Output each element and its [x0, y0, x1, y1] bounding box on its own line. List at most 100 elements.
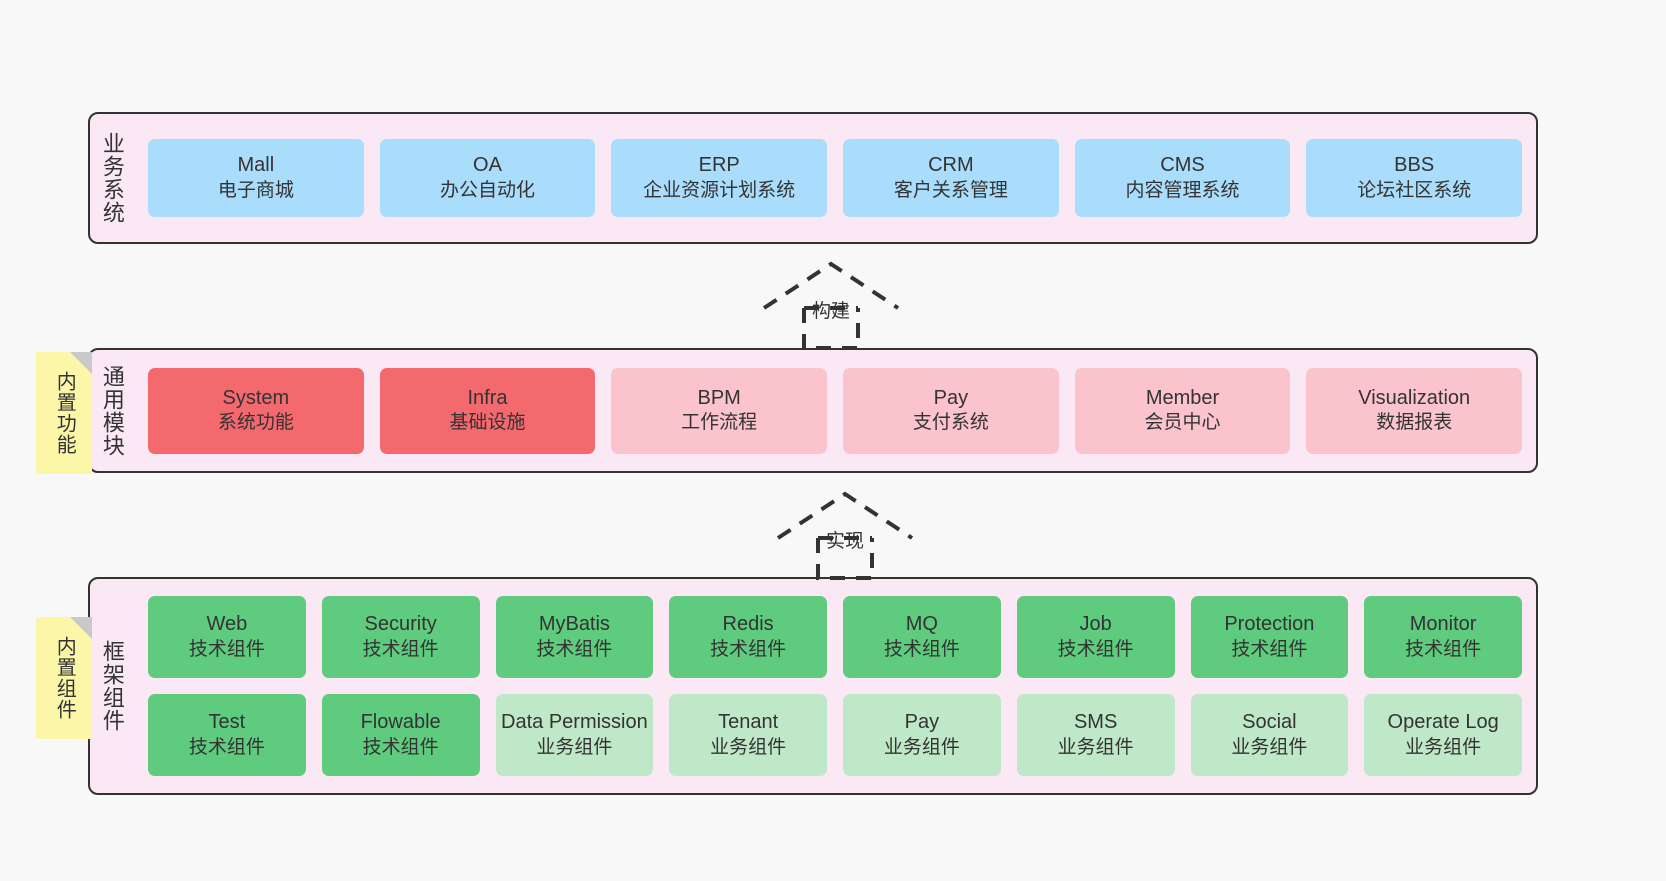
card-title: OA: [473, 154, 502, 177]
card-security[interactable]: Security 技术组件: [321, 596, 480, 678]
card-test[interactable]: Test 技术组件: [148, 694, 306, 776]
note-builtin-features: 内置功能: [36, 352, 92, 474]
card-crm[interactable]: CRM 客户关系管理: [843, 139, 1059, 217]
card-subtitle: 电子商城: [217, 179, 294, 201]
card-system[interactable]: System 系统功能: [148, 367, 364, 454]
card-title: Member: [1145, 386, 1220, 409]
card-title: Job: [1079, 613, 1112, 636]
card-subtitle: 业务组件: [536, 736, 613, 758]
note-text: 内置功能: [53, 371, 76, 455]
arrow-shaft: [802, 308, 860, 350]
card-title: System: [222, 386, 290, 409]
card-erp[interactable]: ERP 企业资源计划系统: [611, 139, 828, 217]
card-bbs[interactable]: BBS 论坛社区系统: [1306, 139, 1523, 217]
card-mq[interactable]: MQ 技术组件: [843, 596, 1001, 678]
layer-label-framework-components: 框架组件: [99, 640, 125, 732]
card-title: SMS: [1073, 711, 1118, 734]
card-title: Monitor: [1409, 613, 1477, 636]
card-title: Visualization: [1358, 386, 1471, 409]
card-subtitle: 内容管理系统: [1125, 179, 1240, 201]
connector-implement-label: 实现: [825, 531, 865, 552]
card-oa[interactable]: OA 办公自动化: [379, 139, 596, 217]
card-subtitle: 技术组件: [710, 638, 787, 660]
layer-body-common-modules: System 系统功能 Infra 基础设施 BPM 工作流程 Pay 支付系统…: [134, 350, 1536, 471]
card-monitor[interactable]: Monitor 技术组件: [1364, 596, 1522, 678]
card-title: Pay: [933, 386, 969, 409]
card-redis[interactable]: Redis 技术组件: [669, 596, 827, 678]
card-subtitle: 客户关系管理: [893, 179, 1008, 201]
card-visualization[interactable]: Visualization 数据报表: [1306, 367, 1523, 454]
card-mybatis[interactable]: MyBatis 技术组件: [495, 596, 654, 678]
card-title: Operate Log: [1387, 711, 1499, 734]
card-title: Pay: [904, 711, 940, 734]
card-subtitle: 技术组件: [188, 638, 265, 660]
card-title: BPM: [697, 386, 741, 409]
card-pay-business[interactable]: Pay 业务组件: [843, 694, 1001, 776]
card-subtitle: 办公自动化: [440, 179, 536, 201]
card-cms[interactable]: CMS 内容管理系统: [1074, 139, 1291, 217]
note-builtin-components: 内置组件: [36, 617, 92, 739]
layer-body-framework-components: Web 技术组件 Security 技术组件 MyBatis 技术组件 Redi…: [134, 579, 1536, 793]
card-subtitle: 业务组件: [1057, 736, 1134, 758]
layer-label-common-modules: 通用模块: [99, 364, 125, 457]
card-title: MQ: [905, 613, 938, 636]
card-subtitle: 技术组件: [536, 638, 613, 660]
card-subtitle: 技术组件: [188, 736, 265, 758]
card-social[interactable]: Social 业务组件: [1190, 694, 1349, 776]
card-title: MyBatis: [538, 613, 610, 636]
card-subtitle: 技术组件: [1405, 638, 1482, 660]
card-operate-log[interactable]: Operate Log 业务组件: [1364, 694, 1522, 776]
card-title: Mall: [237, 154, 275, 177]
card-title: ERP: [698, 154, 740, 177]
card-subtitle: 技术组件: [1057, 638, 1134, 660]
card-row: Web 技术组件 Security 技术组件 MyBatis 技术组件 Redi…: [148, 596, 1522, 678]
card-data-permission[interactable]: Data Permission 业务组件: [495, 694, 654, 776]
layer-common-modules: 通用模块 System 系统功能 Infra 基础设施 BPM 工作流程 Pay…: [88, 348, 1538, 473]
card-title: Redis: [722, 613, 774, 636]
card-infra[interactable]: Infra 基础设施: [379, 367, 596, 454]
card-subtitle: 业务组件: [883, 736, 960, 758]
card-mall[interactable]: Mall 电子商城: [148, 139, 364, 217]
card-flowable[interactable]: Flowable 技术组件: [321, 694, 480, 776]
card-title: BBS: [1394, 154, 1435, 177]
card-subtitle: 工作流程: [681, 412, 758, 434]
card-title: Social: [1242, 711, 1297, 734]
layer-body-business-systems: Mall 电子商城 OA 办公自动化 ERP 企业资源计划系统 CRM 客户关系…: [134, 114, 1536, 242]
layer-label-business-systems: 业务系统: [99, 132, 125, 224]
note-text: 内置组件: [53, 636, 76, 720]
card-title: Tenant: [718, 711, 779, 734]
card-subtitle: 技术组件: [362, 638, 439, 660]
card-subtitle: 业务组件: [1405, 736, 1482, 758]
card-sms[interactable]: SMS 业务组件: [1016, 694, 1175, 776]
card-subtitle: 业务组件: [710, 736, 787, 758]
card-web[interactable]: Web 技术组件: [148, 596, 306, 678]
card-title: Web: [206, 613, 248, 636]
card-title: Test: [208, 711, 246, 734]
card-protection[interactable]: Protection 技术组件: [1190, 596, 1349, 678]
card-subtitle: 技术组件: [362, 736, 439, 758]
arrow-shaft: [816, 538, 874, 580]
card-job[interactable]: Job 技术组件: [1016, 596, 1175, 678]
card-subtitle: 业务组件: [1231, 736, 1308, 758]
card-subtitle: 系统功能: [217, 412, 294, 434]
card-subtitle: 技术组件: [883, 638, 960, 660]
layer-framework-components: 框架组件 Web 技术组件 Security 技术组件 MyBatis 技术组件…: [88, 577, 1538, 795]
card-title: Data Permission: [501, 711, 648, 734]
card-subtitle: 支付系统: [912, 412, 989, 434]
connector-implement: 实现: [770, 488, 920, 580]
arrow-head-outline: [776, 491, 914, 540]
connector-build: 构建: [756, 258, 906, 350]
card-bpm[interactable]: BPM 工作流程: [611, 367, 828, 454]
card-tenant[interactable]: Tenant 业务组件: [669, 694, 827, 776]
card-title: Infra: [467, 386, 508, 409]
card-title: Protection: [1224, 613, 1315, 636]
card-pay[interactable]: Pay 支付系统: [843, 367, 1059, 454]
card-title: CRM: [928, 154, 974, 177]
card-subtitle: 数据报表: [1376, 412, 1453, 434]
card-member[interactable]: Member 会员中心: [1074, 367, 1291, 454]
arrow-head-outline: [762, 261, 900, 310]
layer-business-systems: 业务系统 Mall 电子商城 OA 办公自动化 ERP 企业资源计划系统 CRM…: [88, 112, 1538, 244]
card-row: System 系统功能 Infra 基础设施 BPM 工作流程 Pay 支付系统…: [148, 367, 1523, 454]
connector-build-label: 构建: [811, 301, 851, 322]
